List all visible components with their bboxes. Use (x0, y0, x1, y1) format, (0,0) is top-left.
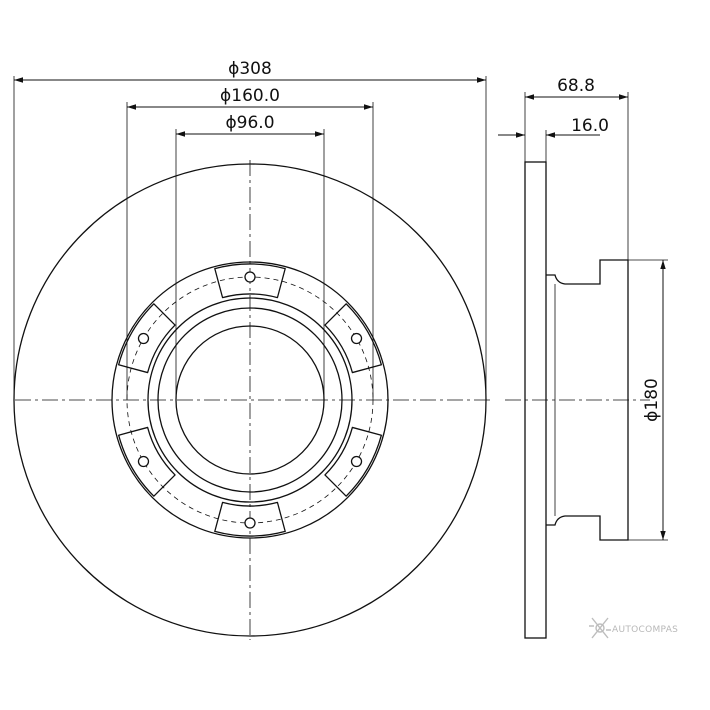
outer-diameter-label: ϕ308 (228, 59, 272, 79)
bolt-circle-label: ϕ160.0 (220, 86, 280, 106)
hub-ring-mid (157, 307, 343, 493)
watermark: AUTOCOMPAS (589, 617, 678, 639)
disc-thickness-label: 16.0 (571, 116, 609, 136)
bolt-holes (137, 271, 363, 529)
watermark-text: AUTOCOMPAS (612, 625, 678, 635)
hat-outer-edge (111, 261, 389, 539)
bolt-hole (244, 517, 256, 529)
bolt-pad (324, 303, 383, 374)
bolt-pad (214, 263, 286, 299)
hat-diameter-label: ϕ180 (642, 378, 662, 422)
side-view (498, 92, 668, 639)
bolt-pad (117, 303, 176, 374)
bolt-hole (350, 455, 363, 468)
bolt-hole (244, 271, 256, 283)
bolt-hole (137, 332, 150, 345)
overall-height-label: 68.8 (557, 76, 595, 96)
bolt-pad (324, 426, 383, 497)
bolt-hole (350, 332, 363, 345)
bolt-pad (117, 426, 176, 497)
bolt-pads (117, 263, 383, 537)
front-view (13, 76, 490, 640)
bolt-hole (137, 455, 150, 468)
center-bore-label: ϕ96.0 (225, 113, 274, 133)
hub-ring-outer (147, 297, 353, 503)
autocompas-logo-icon (589, 617, 611, 639)
bolt-pad (214, 501, 286, 537)
